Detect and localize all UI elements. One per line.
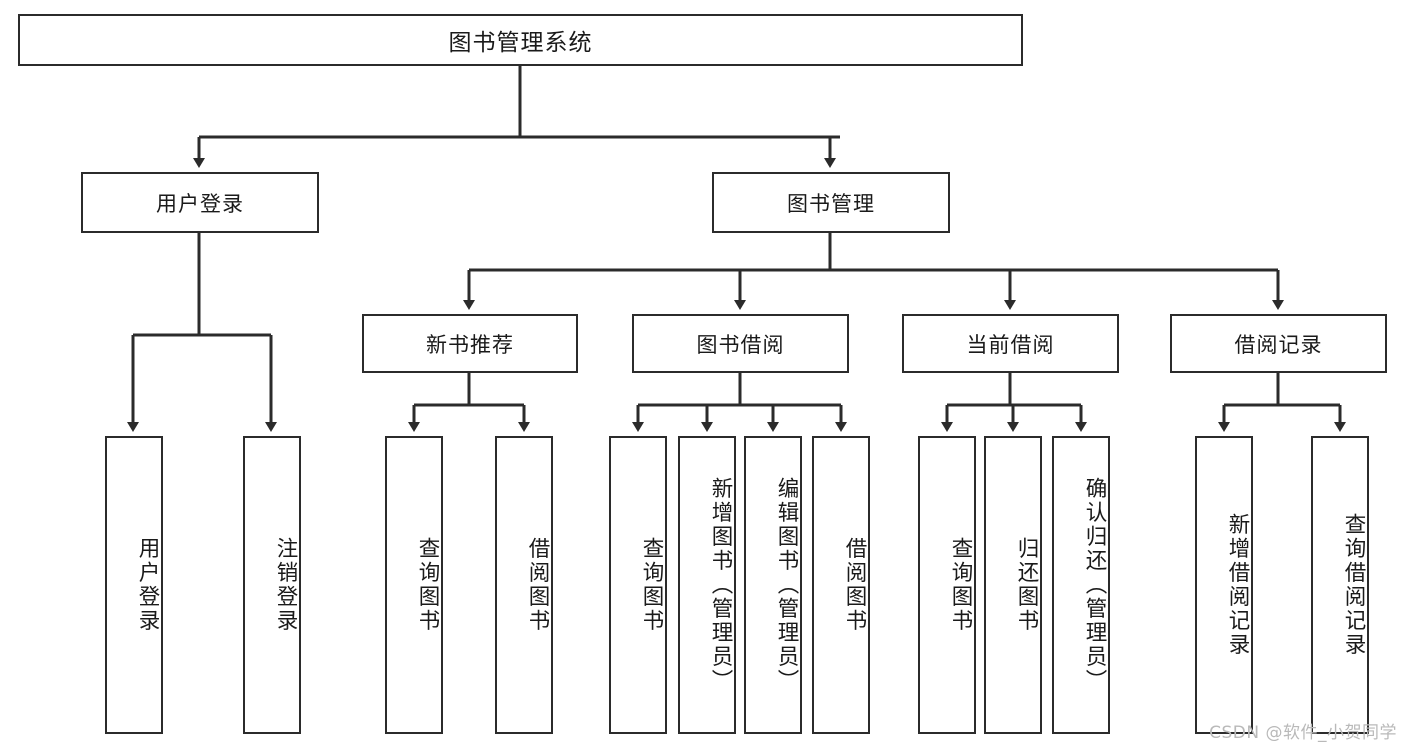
node-leaf-query-book-2[interactable]: 查询图书 — [609, 436, 667, 734]
node-borrow-record[interactable]: 借阅记录 — [1170, 314, 1387, 373]
node-book-manage[interactable]: 图书管理 — [712, 172, 950, 233]
leaf-label: 查询图书 — [639, 537, 664, 633]
leaf-label: 查询图书 — [948, 537, 973, 633]
node-current-borrow[interactable]: 当前借阅 — [902, 314, 1119, 373]
node-leaf-edit-book[interactable]: 编辑图书（管理员） — [744, 436, 802, 734]
leaf-label: 查询借阅记录 — [1341, 513, 1366, 657]
node-new-book-rec[interactable]: 新书推荐 — [362, 314, 578, 373]
node-leaf-user-logout[interactable]: 注销登录 — [243, 436, 301, 734]
leaf-label: 编辑图书（管理员） — [774, 477, 799, 693]
node-root[interactable]: 图书管理系统 — [18, 14, 1023, 66]
leaf-label: 归还图书 — [1014, 537, 1039, 633]
node-book-borrow[interactable]: 图书借阅 — [632, 314, 849, 373]
leaf-label: 借阅图书 — [525, 537, 550, 633]
node-leaf-query-record[interactable]: 查询借阅记录 — [1311, 436, 1369, 734]
node-leaf-borrow-book-1[interactable]: 借阅图书 — [495, 436, 553, 734]
node-leaf-query-book-1[interactable]: 查询图书 — [385, 436, 443, 734]
node-leaf-add-book[interactable]: 新增图书（管理员） — [678, 436, 736, 734]
leaf-label: 新增图书（管理员） — [708, 477, 733, 693]
leaf-label: 注销登录 — [273, 537, 298, 633]
node-leaf-borrow-book-2[interactable]: 借阅图书 — [812, 436, 870, 734]
node-leaf-user-login[interactable]: 用户登录 — [105, 436, 163, 734]
leaf-label: 借阅图书 — [842, 537, 867, 633]
node-user-login[interactable]: 用户登录 — [81, 172, 319, 233]
node-leaf-confirm-return[interactable]: 确认归还（管理员） — [1052, 436, 1110, 734]
node-leaf-query-book-3[interactable]: 查询图书 — [918, 436, 976, 734]
leaf-label: 新增借阅记录 — [1225, 513, 1250, 657]
leaf-label: 查询图书 — [415, 537, 440, 633]
leaf-label: 用户登录 — [135, 537, 160, 633]
node-leaf-return-book[interactable]: 归还图书 — [984, 436, 1042, 734]
csdn-watermark: CSDN @软件_小贺同学 — [1209, 723, 1397, 743]
leaf-label: 确认归还（管理员） — [1082, 477, 1107, 693]
node-leaf-add-record[interactable]: 新增借阅记录 — [1195, 436, 1253, 734]
